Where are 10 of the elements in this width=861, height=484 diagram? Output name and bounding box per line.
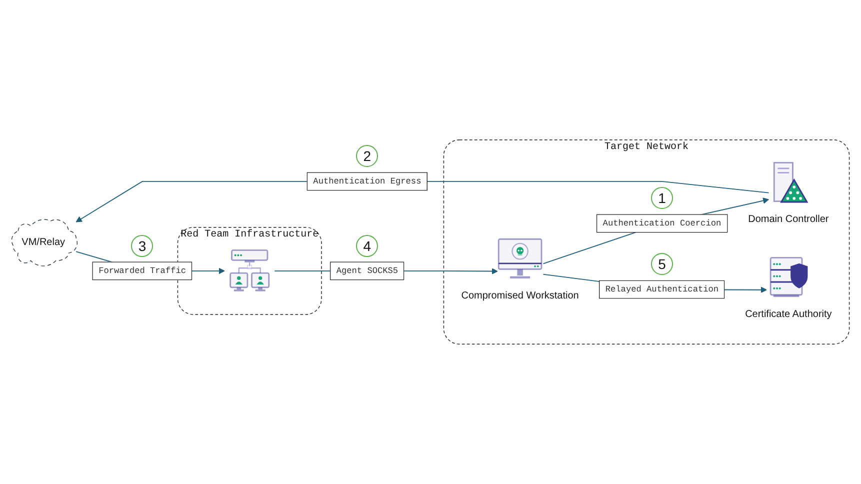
- step-number: 4: [356, 234, 378, 257]
- arrow: [542, 198, 770, 264]
- edge-label: Forwarded Traffic: [98, 266, 186, 276]
- step-number: 2: [356, 145, 378, 168]
- arrow: [76, 181, 770, 222]
- edge-label: Authentication Egress: [313, 176, 422, 186]
- edge-label: Agent SOCKS5: [336, 266, 398, 276]
- edge-label: Authentication Coercion: [602, 218, 722, 228]
- step-number: 3: [131, 234, 154, 257]
- edge-label: Relayed Authentication: [605, 284, 719, 295]
